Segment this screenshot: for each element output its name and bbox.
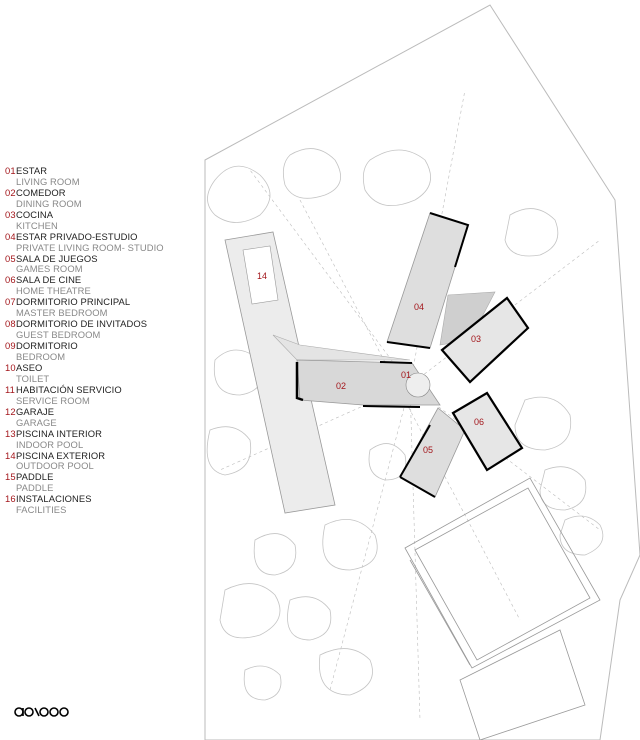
home-theatre-wing: 06 (451, 391, 524, 472)
legend-spanish: DORMITORIO PRINCIPAL (16, 296, 131, 308)
room-label-01: 01 (401, 370, 411, 380)
legend-spanish: HABITACIÓN SERVICIO (16, 383, 122, 395)
legend-number: 16 (5, 493, 16, 505)
legend-title: 10ASEO (5, 362, 215, 374)
legend-spanish: PISCINA INTERIOR (16, 427, 102, 439)
legend-number: 15 (5, 471, 16, 483)
legend-english: LIVING ROOM (16, 175, 80, 187)
legend-english: GARAGE (16, 416, 57, 428)
legend-spanish: PADDLE (16, 471, 54, 483)
legend-english: OUTDOOR POOL (16, 460, 94, 472)
legend-spanish: SALA DE CINE (16, 274, 82, 286)
legend-english: INDOOR POOL (16, 438, 84, 450)
legend-english: TOILET (16, 372, 50, 384)
outdoor-pool-wing: 14 (224, 231, 411, 514)
legend-number: 04 (5, 230, 16, 242)
legend-number: 02 (5, 186, 16, 198)
studio-wing: 04 (386, 212, 470, 349)
legend-title: 07DORMITORIO PRINCIPAL (5, 296, 215, 308)
legend-spanish: ESTAR (16, 165, 48, 176)
legend-number: 08 (5, 318, 16, 330)
legend-english: GUEST BEDROOM (16, 329, 101, 341)
room-label-05: 05 (423, 445, 433, 455)
legend-number: 11 (5, 383, 15, 395)
legend-title: 15PADDLE (5, 472, 215, 483)
legend-english: FACILITIES (16, 504, 67, 516)
legend-spanish: ESTAR PRIVADO-ESTUDIO (16, 230, 138, 242)
legend-english: DINING ROOM (16, 197, 82, 209)
legend-english: BEDROOM (16, 351, 66, 363)
legend-title: 11HABITACIÓN SERVICIO (5, 383, 215, 396)
legend-spanish: COCINA (16, 208, 54, 220)
legend-number: 14 (5, 449, 16, 461)
legend-title: 02COMEDOR (5, 186, 215, 199)
legend-title: 13PISCINA INTERIOR (5, 427, 215, 440)
legend-english: HOME THEATRE (16, 285, 91, 297)
legend-title: 14PISCINA EXTERIOR (5, 449, 215, 462)
legend-number: 09 (5, 340, 16, 352)
legend-number: 06 (5, 274, 16, 286)
games-room-wing: 05 (399, 407, 466, 498)
legend-number: 10 (5, 362, 16, 374)
legend-title: 05SALA DE JUEGOS (5, 252, 215, 265)
legend-title: 16INSTALACIONES (5, 493, 215, 505)
legend-spanish: GARAJE (16, 405, 55, 417)
room-label-14: 14 (257, 271, 267, 281)
legend-spanish: SALA DE JUEGOS (16, 252, 98, 264)
legend-spanish: PISCINA EXTERIOR (16, 449, 106, 461)
legend-spanish: INSTALACIONES (16, 493, 92, 505)
room-label-02: 02 (336, 381, 346, 391)
legend-number: 03 (5, 208, 16, 220)
site-boundary (204, 4, 640, 740)
legend-title: 01ESTAR (5, 165, 215, 177)
kitchen-wing: 03 (439, 291, 530, 384)
legend-english: SERVICE ROOM (16, 394, 90, 406)
legend-spanish: COMEDOR (16, 186, 66, 198)
living-dining-wing: 02 01 (295, 359, 441, 408)
legend-number: 07 (5, 296, 16, 308)
legend-english: KITCHEN (16, 219, 58, 231)
room-label-06: 06 (474, 417, 484, 427)
legend-english: PRIVATE LIVING ROOM- STUDIO (16, 241, 164, 253)
legend-title: 06SALA DE CINE (5, 275, 215, 286)
legend-english: GAMES ROOM (16, 263, 83, 275)
legend-number: 05 (5, 252, 16, 264)
room-label-03: 03 (471, 334, 481, 344)
paddle-court (404, 477, 601, 740)
legend-title: 09DORMITORIO (5, 340, 215, 352)
legend-english: PADDLE (16, 482, 54, 494)
legend-title: 12GARAJE (5, 405, 215, 418)
legend-number: 12 (5, 405, 16, 417)
legend-title: 04ESTAR PRIVADO-ESTUDIO (5, 230, 215, 243)
legend-spanish: DORMITORIO (16, 340, 78, 352)
legend-number: 01 (5, 165, 16, 176)
legend-spanish: DORMITORIO DE INVITADOS (16, 318, 148, 330)
legend-english: MASTER BEDROOM (16, 307, 108, 319)
legend-title: 03COCINA (5, 208, 215, 221)
room-label-04: 04 (414, 302, 424, 312)
legend-spanish: ASEO (16, 362, 43, 374)
legend-title: 08DORMITORIO DE INVITADOS (5, 318, 215, 330)
a-cero-logo (14, 707, 69, 717)
legend-number: 13 (5, 427, 16, 439)
